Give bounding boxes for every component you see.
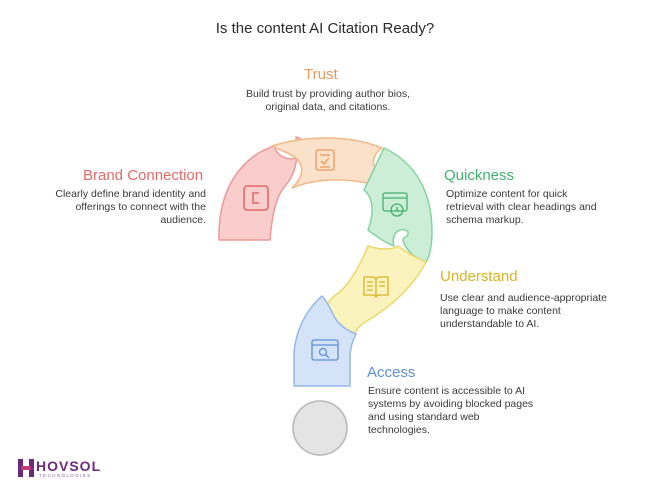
diagram-title: Is the content AI Citation Ready?: [215, 20, 435, 37]
trust-description: Build trust by providing author bios, or…: [245, 88, 410, 113]
question-dot: [292, 400, 348, 456]
document-check-icon: [315, 149, 335, 171]
brand-title: Brand Connection: [83, 167, 204, 184]
open-book-icon: [363, 276, 389, 298]
browser-stopwatch-icon: [382, 192, 408, 217]
bracket-icon: [243, 185, 269, 211]
brand-description: Clearly define brand identity and offeri…: [55, 188, 206, 226]
hovsol-logo: HOVSOL TECHNOLOGIES: [18, 458, 118, 482]
quickness-description: Optimize content for quick retrieval wit…: [446, 188, 597, 226]
quickness-title: Quickness: [444, 167, 515, 184]
quickness-piece: [363, 147, 433, 263]
access-title: Access: [367, 364, 416, 381]
trust-title: Trust: [304, 66, 338, 83]
understand-description: Use clear and audience-appropriate langu…: [440, 292, 607, 330]
access-piece: [293, 295, 357, 387]
understand-piece: [321, 245, 427, 339]
browser-search-icon: [311, 339, 339, 361]
logo-subtitle: TECHNOLOGIES: [39, 473, 92, 478]
access-description: Ensure content is accessible to AI syste…: [368, 385, 534, 436]
understand-title: Understand: [440, 268, 518, 285]
logo-name: HOVSOL: [36, 458, 102, 474]
hovsol-logo-mark: [18, 459, 34, 477]
